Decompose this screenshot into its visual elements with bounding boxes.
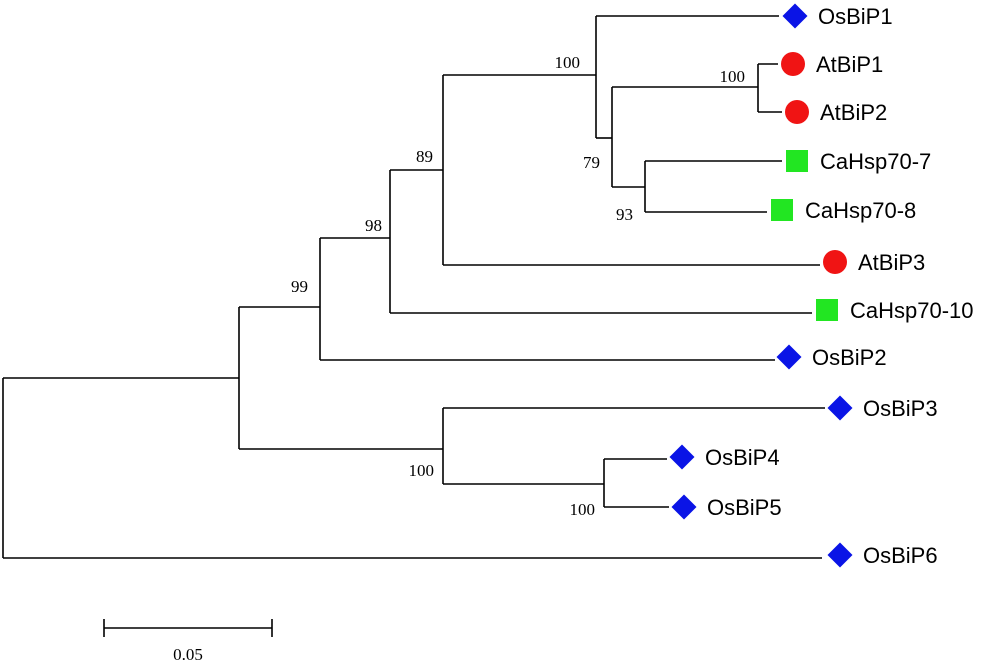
- bootstrap-value: 99: [291, 277, 308, 296]
- bootstrap-value: 100: [555, 53, 581, 72]
- scale-bar-label: 0.05: [173, 645, 203, 661]
- diamond-marker-icon: [782, 3, 808, 29]
- diamond-marker-icon: [669, 444, 695, 470]
- leaf-label-cahsp70-10: CaHsp70-10: [850, 298, 974, 323]
- circle-marker-icon: [823, 250, 847, 274]
- leaf-labels: OsBiP1AtBiP1AtBiP2CaHsp70-7CaHsp70-8AtBi…: [705, 4, 974, 568]
- leaf-label-cahsp70-8: CaHsp70-8: [805, 198, 916, 223]
- bootstrap-value: 79: [583, 153, 600, 172]
- leaf-label-atbip2: AtBiP2: [820, 100, 887, 125]
- bootstrap-value: 93: [616, 205, 633, 224]
- leaf-label-osbip5: OsBiP5: [707, 495, 782, 520]
- square-marker-icon: [786, 150, 808, 172]
- bootstrap-values: 100 93 79 100 89 98 99 100 100: [291, 53, 745, 519]
- leaf-label-cahsp70-7: CaHsp70-7: [820, 149, 931, 174]
- scale-bar: 0.05: [103, 619, 273, 661]
- square-marker-icon: [771, 199, 793, 221]
- circle-marker-icon: [781, 52, 805, 76]
- bootstrap-value: 89: [416, 147, 433, 166]
- leaf-label-osbip4: OsBiP4: [705, 445, 780, 470]
- leaf-label-osbip3: OsBiP3: [863, 396, 938, 421]
- diamond-marker-icon: [827, 542, 853, 568]
- leaf-label-osbip2: OsBiP2: [812, 345, 887, 370]
- diamond-marker-icon: [776, 344, 802, 370]
- bootstrap-value: 100: [720, 67, 746, 86]
- circle-marker-icon: [785, 100, 809, 124]
- leaf-label-atbip1: AtBiP1: [816, 52, 883, 77]
- tree-branches: [2, 15, 825, 559]
- diamond-marker-icon: [671, 494, 697, 520]
- diamond-marker-icon: [827, 395, 853, 421]
- leaf-label-osbip1: OsBiP1: [818, 4, 893, 29]
- bootstrap-value: 98: [365, 216, 382, 235]
- leaf-markers: [669, 3, 853, 568]
- leaf-label-osbip6: OsBiP6: [863, 543, 938, 568]
- bootstrap-value: 100: [409, 461, 435, 480]
- bootstrap-value: 100: [570, 500, 596, 519]
- leaf-label-atbip3: AtBiP3: [858, 250, 925, 275]
- square-marker-icon: [816, 299, 838, 321]
